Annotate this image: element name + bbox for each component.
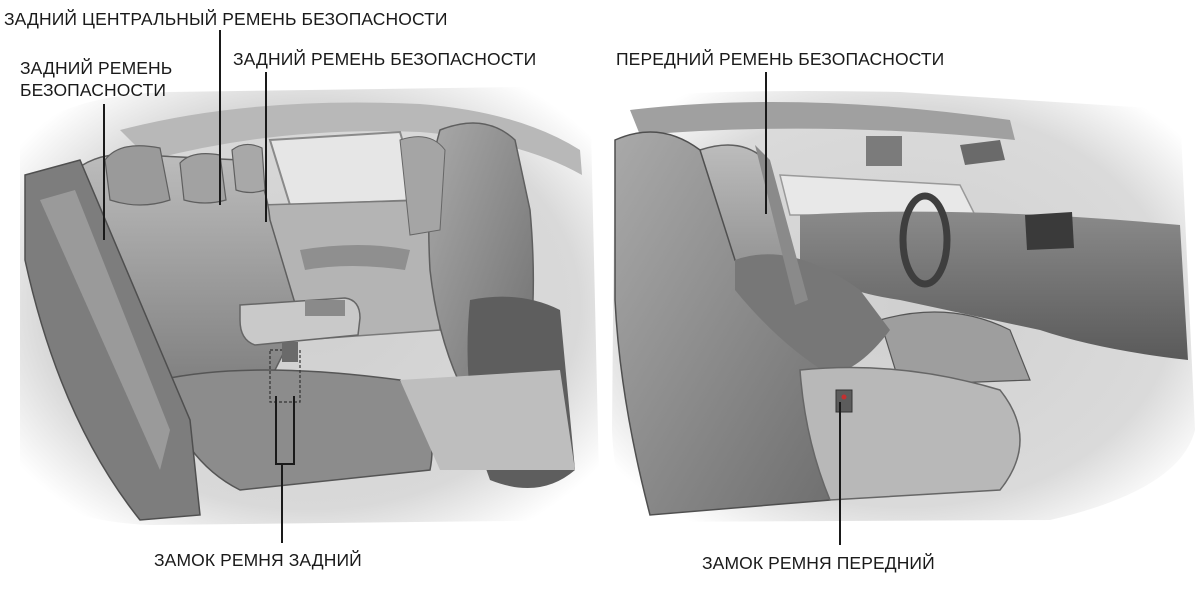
label-rear-buckle: ЗАМОК РЕМНЯ ЗАДНИЙ bbox=[154, 550, 362, 570]
label-front-buckle: ЗАМОК РЕМНЯ ПЕРЕДНИЙ bbox=[702, 553, 935, 573]
leader-lines bbox=[103, 30, 841, 545]
rear-seats-illustration bbox=[20, 86, 600, 525]
label-rear-belt-left-line1: ЗАДНИЙ РЕМЕНЬ bbox=[20, 58, 173, 78]
front-seats-illustration bbox=[612, 91, 1195, 522]
label-front-belt: ПЕРЕДНИЙ РЕМЕНЬ БЕЗОПАСНОСТИ bbox=[616, 49, 945, 69]
label-rear-belt: ЗАДНИЙ РЕМЕНЬ БЕЗОПАСНОСТИ bbox=[233, 49, 537, 69]
leader-rear-buckle-bracket bbox=[275, 396, 295, 465]
label-rear-center-belt: ЗАДНИЙ ЦЕНТРАЛЬНЫЙ РЕМЕНЬ БЕЗОПАСНОСТИ bbox=[4, 9, 448, 29]
label-rear-belt-left-line2: БЕЗОПАСНОСТИ bbox=[20, 80, 167, 100]
